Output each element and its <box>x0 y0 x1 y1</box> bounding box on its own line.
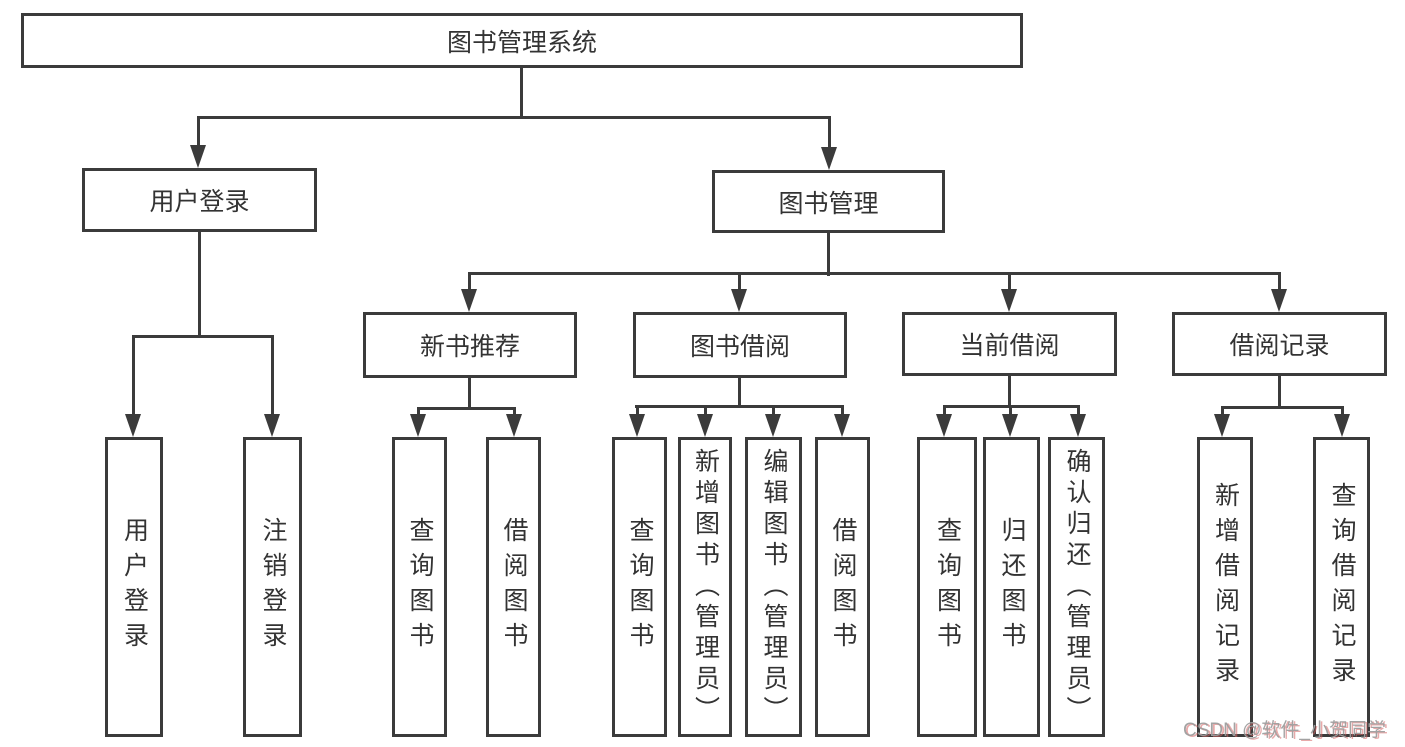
leaf-user-login-label: 用户登录 <box>120 517 149 657</box>
connector-line <box>635 405 844 408</box>
leaf-confirm-return-admin: 确认归还（管理员） <box>1048 437 1105 737</box>
connector-line <box>828 117 831 151</box>
arrow-down-icon <box>1001 289 1017 312</box>
connector-line <box>197 117 200 149</box>
connector-line <box>772 406 775 418</box>
node-current-borrow-label: 当前借阅 <box>959 332 1060 360</box>
leaf-query-book-3: 查询图书 <box>917 437 977 737</box>
node-root: 图书管理系统 <box>21 13 1023 68</box>
connector-line <box>468 378 471 410</box>
node-user-login: 用户登录 <box>82 168 317 232</box>
arrow-down-icon <box>821 147 837 170</box>
leaf-borrow-book-1-label: 借阅图书 <box>500 517 528 657</box>
node-new-book-recommend-label: 新书推荐 <box>419 333 520 361</box>
arrow-down-icon <box>834 414 850 437</box>
node-user-login-label: 用户登录 <box>149 188 250 216</box>
arrow-down-icon <box>1214 414 1230 437</box>
arrow-down-icon <box>190 145 206 168</box>
leaf-add-borrow-record: 新增借阅记录 <box>1197 437 1253 737</box>
node-book-borrow: 图书借阅 <box>633 312 847 378</box>
connector-line <box>468 272 1281 275</box>
connector-line <box>636 406 639 418</box>
node-borrow-record: 借阅记录 <box>1172 312 1387 376</box>
connector-line <box>738 378 741 408</box>
leaf-query-borrow-record: 查询借阅记录 <box>1313 437 1370 737</box>
leaf-add-book-admin-label: 新增图书（管理员） <box>691 447 720 727</box>
connector-line <box>827 233 830 276</box>
arrow-down-icon <box>410 414 426 437</box>
arrow-down-icon <box>697 414 713 437</box>
connector-line <box>1009 406 1012 418</box>
connector-line <box>520 68 523 119</box>
leaf-query-book-1-label: 查询图书 <box>406 517 434 657</box>
connector-line <box>1341 407 1344 419</box>
arrow-down-icon <box>936 414 952 437</box>
leaf-add-borrow-record-label: 新增借阅记录 <box>1211 482 1240 692</box>
arrow-down-icon <box>731 289 747 312</box>
connector-line <box>704 406 707 418</box>
node-new-book-recommend: 新书推荐 <box>363 312 577 378</box>
connector-line <box>468 273 471 293</box>
node-current-borrow: 当前借阅 <box>902 312 1117 376</box>
connector-line <box>1077 406 1080 418</box>
arrow-down-icon <box>1002 414 1018 437</box>
connector-line <box>738 273 741 293</box>
leaf-borrow-book-2: 借阅图书 <box>815 437 870 737</box>
connector-line <box>1008 273 1011 293</box>
arrow-down-icon <box>1334 414 1350 437</box>
leaf-query-book-2-label: 查询图书 <box>626 517 654 657</box>
csdn-watermark: CSDN @软件_小贺同学 <box>1183 720 1386 741</box>
connector-line <box>197 116 831 119</box>
connector-line <box>1221 406 1344 409</box>
leaf-query-book-2: 查询图书 <box>612 437 667 737</box>
connector-line <box>271 336 274 418</box>
leaf-return-book: 归还图书 <box>983 437 1040 737</box>
connector-line <box>132 335 274 338</box>
leaf-logout: 注销登录 <box>243 437 302 737</box>
leaf-borrow-book-1: 借阅图书 <box>486 437 541 737</box>
node-book-management-label: 图书管理 <box>778 189 879 218</box>
arrow-down-icon <box>461 289 477 312</box>
arrow-down-icon <box>1070 414 1086 437</box>
leaf-add-book-admin: 新增图书（管理员） <box>678 437 732 737</box>
arrow-down-icon <box>1271 289 1287 312</box>
arrow-down-icon <box>506 414 522 437</box>
node-root-label: 图书管理系统 <box>446 28 597 57</box>
node-book-management: 图书管理 <box>712 170 945 233</box>
connector-line <box>132 336 135 418</box>
leaf-query-book-3-label: 查询图书 <box>933 517 962 657</box>
leaf-edit-book-admin-label: 编辑图书（管理员） <box>760 447 788 727</box>
connector-line <box>1008 376 1011 408</box>
connector-line <box>417 407 516 410</box>
connector-line <box>1278 376 1281 409</box>
arrow-down-icon <box>629 414 645 437</box>
connector-line <box>198 232 201 338</box>
connector-line <box>1278 273 1281 293</box>
node-borrow-record-label: 借阅记录 <box>1229 332 1330 360</box>
leaf-confirm-return-admin-label: 确认归还（管理员） <box>1063 447 1091 727</box>
leaf-logout-label: 注销登录 <box>259 517 287 657</box>
leaf-query-book-1: 查询图书 <box>392 437 447 737</box>
arrow-down-icon <box>264 414 280 437</box>
arrow-down-icon <box>765 414 781 437</box>
arrow-down-icon <box>125 414 141 437</box>
leaf-borrow-book-2-label: 借阅图书 <box>829 517 857 657</box>
leaf-edit-book-admin: 编辑图书（管理员） <box>745 437 802 737</box>
connector-line <box>1221 407 1224 419</box>
leaf-query-borrow-record-label: 查询借阅记录 <box>1328 482 1356 692</box>
leaf-user-login: 用户登录 <box>105 437 163 737</box>
leaf-return-book-label: 归还图书 <box>998 517 1026 657</box>
node-book-borrow-label: 图书借阅 <box>689 333 790 361</box>
connector-line <box>841 406 844 418</box>
connector-line <box>943 406 946 418</box>
